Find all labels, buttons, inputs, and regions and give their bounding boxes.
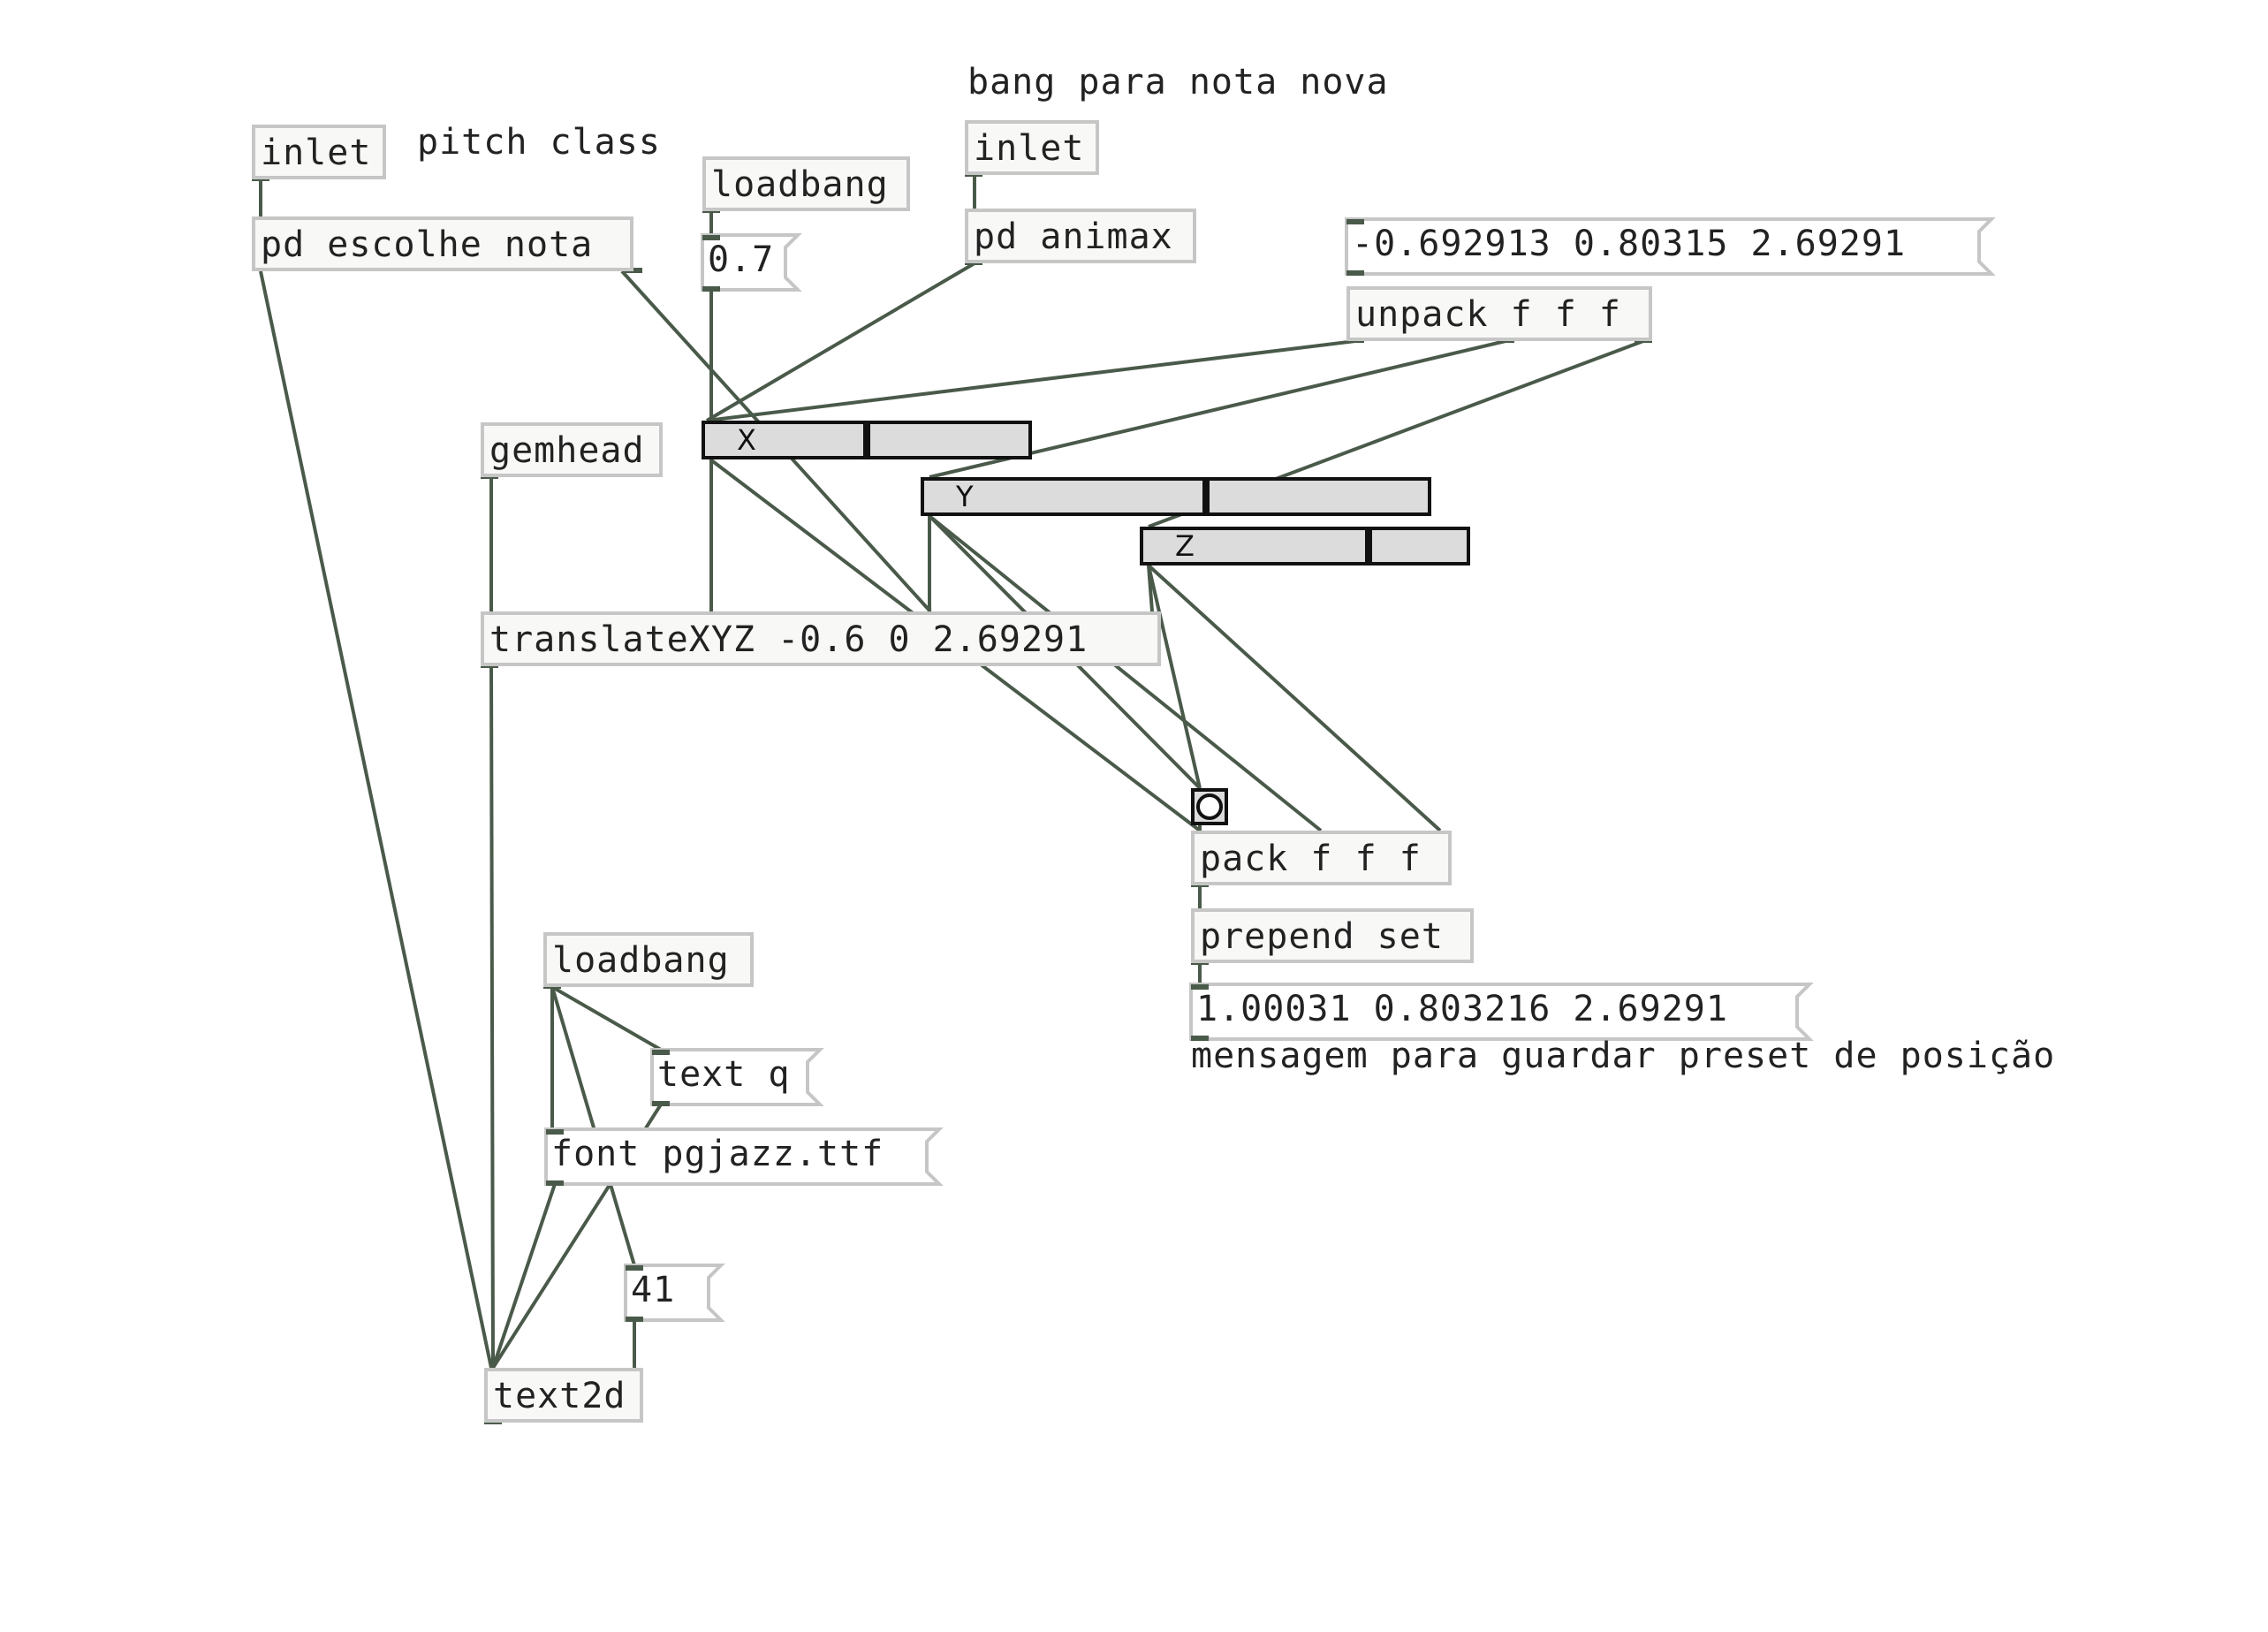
comment-bang-nota-nova: bang para nota nova xyxy=(967,62,1389,102)
preset-input-message[interactable]: -0.692913 0.80315 2.69291 xyxy=(1352,224,1907,264)
patch-cord xyxy=(491,1183,557,1369)
iolet xyxy=(626,1317,643,1322)
iolet xyxy=(652,1101,670,1106)
iolet xyxy=(625,268,642,273)
patch-cord xyxy=(550,986,636,1266)
patch-cord xyxy=(551,985,662,1051)
loadbang-bottom-object[interactable]: loadbang xyxy=(543,932,754,987)
y-slider-knob[interactable] xyxy=(1202,479,1210,514)
inlet-pitch-class-object[interactable]: inlet xyxy=(252,125,386,179)
iolet xyxy=(1191,984,1209,990)
patch-cord xyxy=(1147,564,1442,832)
prepend-set-object[interactable]: prepend set xyxy=(1191,908,1474,963)
text2d-object[interactable]: text2d xyxy=(484,1368,643,1423)
patch-cord xyxy=(705,262,976,422)
iolet xyxy=(626,1265,643,1271)
unpack-object[interactable]: unpack f f f xyxy=(1346,286,1652,341)
x-slider-label: X xyxy=(737,423,756,457)
pack-object[interactable]: pack f f f xyxy=(1191,831,1452,885)
scale-number-atom[interactable]: 0.7 xyxy=(708,239,775,280)
patch-cord xyxy=(706,339,1356,422)
iolet xyxy=(702,286,720,292)
comment-guardar-preset: mensagem para guardar preset de posição xyxy=(1191,1036,2056,1076)
z-slider-label: Z xyxy=(1175,529,1195,563)
iolet xyxy=(652,1050,670,1055)
comment-pitch-class: pitch class xyxy=(417,122,661,163)
patch-cord xyxy=(928,514,1323,832)
text-q-message[interactable]: text q xyxy=(657,1054,791,1095)
patch-cord xyxy=(1147,565,1202,789)
loadbang-top-object[interactable]: loadbang xyxy=(702,156,910,211)
x-slider[interactable]: X xyxy=(702,421,1032,459)
translatexyz-object[interactable]: translateXYZ -0.6 0 2.69291 xyxy=(481,611,1161,666)
patch-cord xyxy=(489,665,495,1369)
iolet xyxy=(1191,1036,1209,1041)
font-size-number-atom[interactable]: 41 xyxy=(631,1270,676,1310)
iolet xyxy=(546,1180,564,1186)
preset-output-message[interactable]: 1.00031 0.803216 2.69291 xyxy=(1196,989,1728,1029)
pd-escolhe-nota-object[interactable]: pd escolhe nota xyxy=(252,216,633,271)
font-message[interactable]: font pgjazz.ttf xyxy=(551,1134,884,1174)
y-slider-label: Y xyxy=(956,480,974,513)
patch-cord xyxy=(259,270,493,1369)
pd-animax-object[interactable]: pd animax xyxy=(965,209,1196,263)
iolet xyxy=(546,1129,564,1135)
z-slider[interactable]: Z xyxy=(1140,527,1470,566)
bang-circle-icon xyxy=(1196,793,1223,820)
y-slider[interactable]: Y xyxy=(921,477,1431,516)
iolet xyxy=(1346,219,1364,224)
z-slider-knob[interactable] xyxy=(1365,528,1372,564)
x-slider-knob[interactable] xyxy=(863,422,870,458)
gemhead-object[interactable]: gemhead xyxy=(481,422,663,477)
iolet xyxy=(702,235,720,240)
bang-button[interactable] xyxy=(1191,788,1228,825)
iolet xyxy=(1346,270,1364,276)
inlet-bang-object[interactable]: inlet xyxy=(965,120,1099,175)
